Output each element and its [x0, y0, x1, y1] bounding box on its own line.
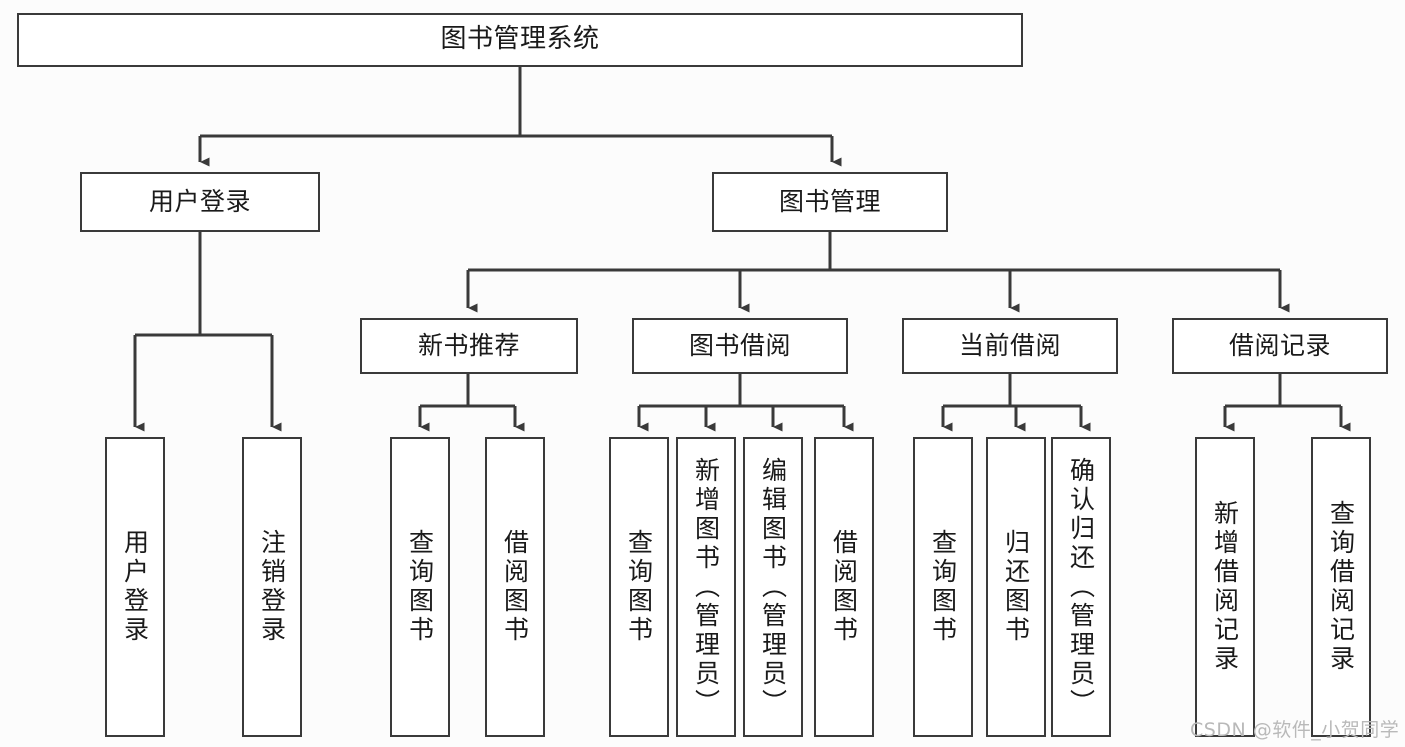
leaf-borrow-books-borrowing[interactable]: 借阅图书 — [814, 437, 874, 737]
leaf-query-books-borrowing[interactable]: 查询图书 — [609, 437, 669, 737]
leaf-label: 查询图书 — [624, 529, 654, 645]
leaf-label: 用户登录 — [120, 529, 150, 645]
leaf-label: 查询借阅记录 — [1326, 500, 1356, 674]
node-label: 图书管理 — [778, 186, 881, 216]
node-new-book-recommendation[interactable]: 新书推荐 — [360, 318, 578, 374]
node-label: 新书推荐 — [417, 330, 520, 360]
leaf-label: 查询图书 — [928, 529, 958, 645]
node-label: 图书管理系统 — [440, 24, 600, 55]
node-current-borrowing[interactable]: 当前借阅 — [902, 318, 1118, 374]
leaf-add-book-admin[interactable]: 新增图书（管理员） — [676, 437, 736, 737]
leaf-confirm-return-admin[interactable]: 确认归还（管理员） — [1051, 437, 1111, 737]
leaf-query-books-current[interactable]: 查询图书 — [913, 437, 973, 737]
leaf-add-borrow-record[interactable]: 新增借阅记录 — [1195, 437, 1255, 737]
leaf-label: 借阅图书 — [500, 529, 530, 645]
node-borrowing-record[interactable]: 借阅记录 — [1172, 318, 1388, 374]
leaf-label: 注销登录 — [257, 529, 287, 645]
leaf-label: 归还图书 — [1001, 529, 1031, 645]
leaf-label: 借阅图书 — [829, 529, 859, 645]
leaf-return-books[interactable]: 归还图书 — [986, 437, 1046, 737]
leaf-logout[interactable]: 注销登录 — [242, 437, 302, 737]
leaf-label: 新增借阅记录 — [1210, 500, 1240, 674]
node-label: 用户登录 — [148, 186, 251, 216]
node-user-login[interactable]: 用户登录 — [80, 172, 320, 232]
node-book-management[interactable]: 图书管理 — [712, 172, 948, 232]
leaf-label: 查询图书 — [405, 529, 435, 645]
node-label: 图书借阅 — [688, 330, 791, 360]
node-label: 当前借阅 — [958, 330, 1061, 360]
leaf-label: 新增图书（管理员） — [691, 456, 721, 718]
leaf-user-login[interactable]: 用户登录 — [105, 437, 165, 737]
leaf-borrow-books-recommendation[interactable]: 借阅图书 — [485, 437, 545, 737]
leaf-query-books-recommendation[interactable]: 查询图书 — [390, 437, 450, 737]
leaf-label: 编辑图书（管理员） — [758, 456, 788, 718]
leaf-label: 确认归还（管理员） — [1066, 456, 1096, 718]
node-book-borrowing[interactable]: 图书借阅 — [632, 318, 848, 374]
node-label: 借阅记录 — [1228, 330, 1331, 360]
leaf-edit-book-admin[interactable]: 编辑图书（管理员） — [743, 437, 803, 737]
node-root-book-management-system[interactable]: 图书管理系统 — [17, 13, 1023, 67]
leaf-query-borrow-record[interactable]: 查询借阅记录 — [1311, 437, 1371, 737]
